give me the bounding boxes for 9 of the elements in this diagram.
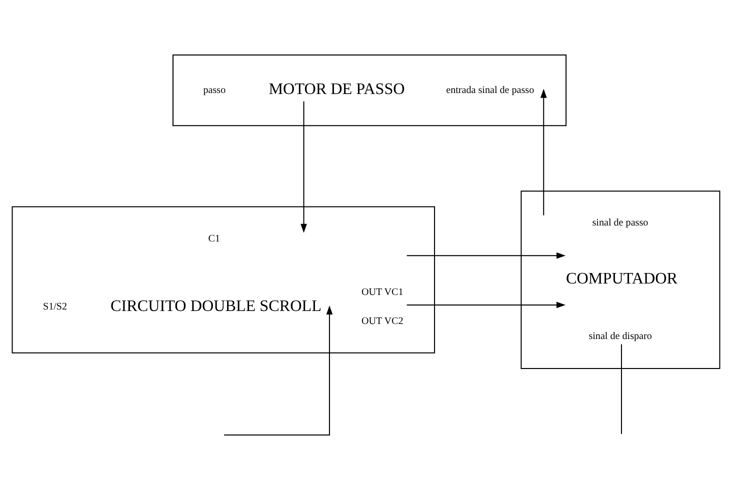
- node-box: sinal de passo COMPUTADOR sinal de disparo: [520, 190, 720, 368]
- node-box: passo MOTOR DE PASSO entrada sinal de passo: [172, 54, 567, 126]
- arrow: [224, 304, 333, 435]
- arrow: [540, 88, 547, 215]
- connector: [620, 344, 622, 434]
- arrow: [406, 301, 566, 308]
- arrow: [406, 252, 566, 258]
- node-box: C1 S1/S2 CIRCUITO DOUBLE SCROLL OUT VC1 OUT VC2: [12, 206, 436, 353]
- arrow: [300, 100, 307, 232]
